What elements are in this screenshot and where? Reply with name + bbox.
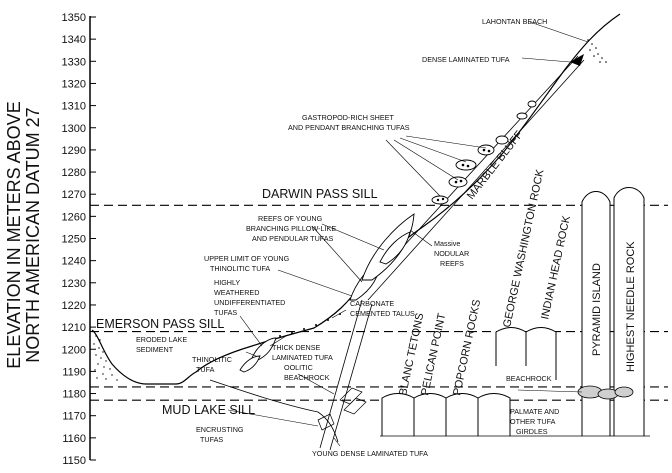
y-tick-label: 1310: [62, 101, 86, 113]
y-tick-label: 1330: [62, 56, 86, 68]
y-tick-label: 1340: [62, 34, 86, 46]
label-oolitic-line2: BEACHROCK: [284, 373, 330, 382]
label-carbonate-line2: CEMENTED TALUS: [350, 309, 415, 318]
ground-profile: [91, 13, 621, 443]
rock-popcorn-rocks: POPCORN ROCKS: [451, 298, 483, 396]
y-tick-label: 1180: [62, 389, 86, 401]
label-upper-limit-line2: THINOLITIC TUFA: [210, 264, 270, 273]
y-tick-label: 1230: [62, 278, 86, 290]
emerson-pass-sill-label: EMERSON PASS SILL: [96, 317, 224, 331]
label-eroded-line1: ERODED LAKE: [136, 335, 187, 344]
label-highly-line3: UNDIFFERENTIATED: [214, 298, 285, 307]
label-reefs-line2: BRANCHING PILLOW-LIKE: [246, 224, 336, 233]
label-massive-line1: Massive: [434, 239, 460, 248]
rock-george-washington: GEORGE WASHINGTON ROCK: [501, 168, 546, 329]
label-upper-limit-line1: UPPER LIMIT OF YOUNG: [204, 254, 290, 263]
label-highly-line1: HIGHLY: [214, 278, 240, 287]
label-massive-line2: NODULAR: [434, 249, 469, 258]
encrusting-tufas: [317, 387, 367, 431]
label-young-dense: YOUNG DENSE LAMINATED TUFA: [312, 449, 428, 458]
rock-pyramid-island: PYRAMID ISLAND: [591, 263, 603, 356]
y-axis-title-line2: NORTH AMERICAN DATUM 27: [23, 107, 43, 362]
label-thick-line2: LAMINATED TUFA: [272, 353, 333, 362]
y-axis-ticks: 1350 1340 1330 1320 1310 1300 1290 1280 1270 1260…: [62, 12, 96, 467]
leader-lines: [227, 21, 589, 447]
label-encrusting-line2: TUFAS: [200, 435, 223, 444]
label-massive-line3: REEFS: [440, 259, 464, 268]
y-tick-label: 1150: [62, 455, 86, 467]
y-tick-label: 1200: [62, 344, 86, 356]
y-tick-label: 1270: [62, 189, 86, 201]
y-tick-label: 1190: [62, 366, 86, 378]
annotations: LAHONTAN BEACH DENSE LAMINATED TUFA GAST…: [136, 17, 559, 458]
mud-lake-sill-label: MUD LAKE SILL: [162, 403, 255, 417]
beachrock-girdle: [577, 385, 634, 400]
darwin-pass-sill-label: DARWIN PASS SILL: [262, 187, 378, 201]
label-palmate-line2: OTHER TUFA: [510, 417, 556, 426]
label-carbonate-line1: CARBONATE: [350, 299, 394, 308]
y-axis-title: ELEVATION IN METERS ABOVE NORTH AMERICAN…: [4, 101, 43, 368]
y-tick-label: 1220: [62, 300, 86, 312]
label-thinolitic-line1: THINOLITIC: [192, 355, 232, 364]
label-highly-line2: WEATHERED: [214, 288, 259, 297]
y-tick-label: 1350: [62, 12, 86, 24]
label-beachrock: BEACHROCK: [506, 374, 552, 383]
sill-lines: [90, 204, 668, 401]
y-tick-label: 1210: [62, 322, 86, 334]
y-tick-label: 1170: [62, 411, 86, 423]
label-eroded-line2: SEDIMENT: [136, 345, 174, 354]
label-lahontan-beach: LAHONTAN BEACH: [482, 17, 547, 26]
label-thinolitic-line2: TUFA: [196, 365, 215, 374]
eroded-lake-sediment: [93, 335, 118, 381]
label-reefs-line1: REEFS OF YOUNG: [258, 214, 323, 223]
tufa-mounds: [239, 100, 537, 373]
dense-laminated-tufa-mark: [570, 54, 584, 66]
y-tick-label: 1320: [62, 78, 86, 90]
label-thick-line1: THICK DENSE: [272, 343, 321, 352]
lahontan-beach-deposit: [587, 39, 607, 63]
tufa-dots: [279, 148, 491, 337]
label-gastropod-line2: AND PENDANT BRANCHING TUFAS: [288, 123, 410, 132]
rock-indian-head: INDIAN HEAD ROCK: [539, 214, 573, 321]
rock-formations: [381, 187, 645, 436]
label-reefs-line3: AND PENDULAR TUFAS: [252, 234, 334, 243]
y-tick-label: 1260: [62, 211, 86, 223]
y-tick-label: 1160: [62, 433, 86, 445]
y-tick-label: 1240: [62, 256, 86, 268]
label-encrusting-line1: ENCRUSTING: [196, 425, 244, 434]
y-tick-label: 1300: [62, 123, 86, 135]
label-highly-line4: TUFAS: [214, 308, 237, 317]
label-gastropod-line1: GASTROPOD-RICH SHEET: [302, 113, 394, 122]
rock-highest-needle: HIGHEST NEEDLE ROCK: [625, 241, 637, 372]
y-tick-label: 1290: [62, 145, 86, 157]
label-oolitic-line1: OOLITIC: [284, 363, 313, 372]
y-tick-label: 1280: [62, 167, 86, 179]
y-axis-title-line1: ELEVATION IN METERS ABOVE: [4, 101, 24, 368]
label-dense-laminated-tufa: DENSE LAMINATED TUFA: [422, 55, 510, 64]
label-palmate-line1: PALMATE AND: [510, 407, 559, 416]
y-tick-label: 1250: [62, 234, 86, 246]
label-palmate-line3: GIRDLES: [516, 427, 548, 436]
